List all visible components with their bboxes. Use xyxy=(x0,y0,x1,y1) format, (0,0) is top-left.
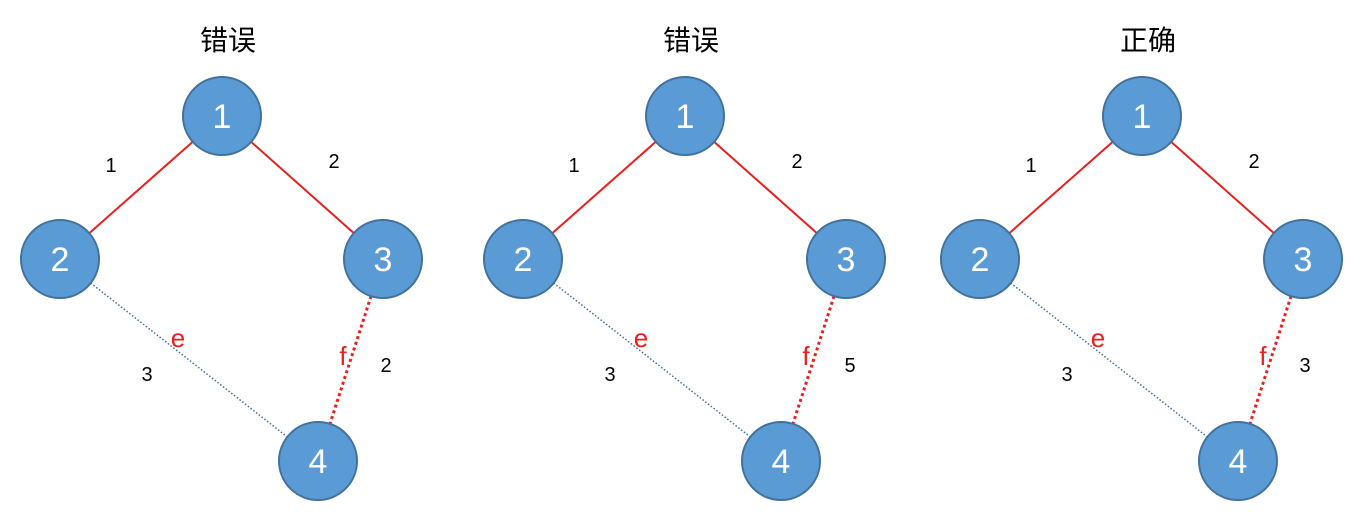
edge-3-4 xyxy=(328,295,373,425)
edge-weight-label: 3 xyxy=(141,364,152,386)
edge-name-label: f xyxy=(802,341,810,371)
edge-2-4 xyxy=(553,282,751,438)
edge-3-4 xyxy=(791,295,836,425)
node-label: 4 xyxy=(772,443,791,481)
edge-weight-label: 2 xyxy=(380,355,391,377)
edge-1-2 xyxy=(551,141,657,234)
node-circle xyxy=(645,76,725,156)
node-circle xyxy=(182,76,262,156)
node-circle xyxy=(1198,421,1278,501)
edge-1-3 xyxy=(1170,141,1275,234)
edge-weight-label: 5 xyxy=(844,355,855,377)
edge-1-2 xyxy=(88,141,194,234)
edge-weight-label: 2 xyxy=(1248,151,1259,173)
panel-title: 正确 xyxy=(1120,24,1176,57)
node-label: 3 xyxy=(837,241,856,279)
edge-weight-label: 3 xyxy=(604,364,615,386)
edge-name-label: f xyxy=(339,341,347,371)
edge-name-label: f xyxy=(1259,341,1267,371)
node-label: 2 xyxy=(514,241,533,279)
node-label: 3 xyxy=(1294,241,1313,279)
edge-1-3 xyxy=(250,141,355,234)
node-circle xyxy=(741,421,821,501)
node-label: 1 xyxy=(1133,98,1152,136)
node-circle xyxy=(806,219,886,299)
edge-weight-label: 3 xyxy=(1299,355,1310,377)
edge-weight-label: 1 xyxy=(568,155,579,177)
node-circle xyxy=(343,219,423,299)
node-label: 4 xyxy=(1229,443,1248,481)
edge-weight-label: 1 xyxy=(1025,155,1036,177)
node-circle xyxy=(20,219,100,299)
node-circle xyxy=(278,421,358,501)
panel-title: 错误 xyxy=(663,24,719,57)
edge-weight-label: 1 xyxy=(105,155,116,177)
node-circle xyxy=(483,219,563,299)
edge-name-label: e xyxy=(1091,323,1105,353)
panel-title: 错误 xyxy=(200,24,256,57)
edge-name-label: e xyxy=(634,323,648,353)
edge-weight-label: 2 xyxy=(791,151,802,173)
node-circle xyxy=(1263,219,1343,299)
edge-1-2 xyxy=(1008,141,1114,234)
edge-weight-label: 3 xyxy=(1061,364,1072,386)
node-label: 3 xyxy=(374,241,393,279)
edge-2-4 xyxy=(90,282,288,438)
edge-3-4 xyxy=(1248,295,1293,425)
node-label: 2 xyxy=(971,241,990,279)
node-circle xyxy=(940,219,1020,299)
node-label: 2 xyxy=(51,241,70,279)
edge-weight-label: 2 xyxy=(328,151,339,173)
node-label: 4 xyxy=(309,443,328,481)
node-label: 1 xyxy=(213,98,232,136)
node-label: 1 xyxy=(676,98,695,136)
edge-name-label: e xyxy=(171,323,185,353)
node-circle xyxy=(1102,76,1182,156)
edge-1-3 xyxy=(713,141,818,234)
edge-2-4 xyxy=(1010,282,1208,438)
